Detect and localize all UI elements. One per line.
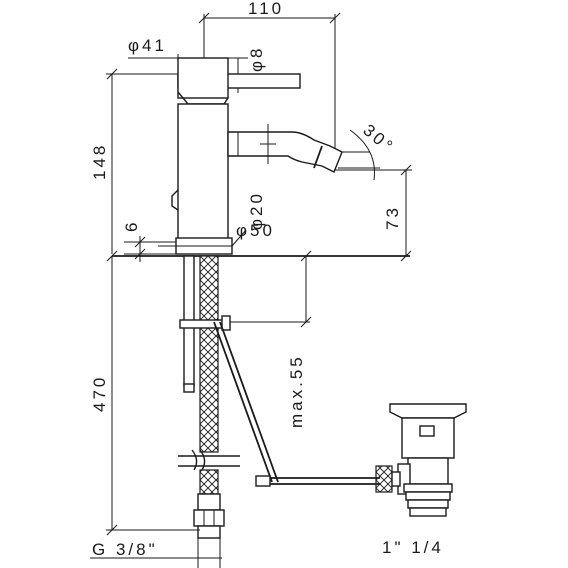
dimension-angle: 30°: [338, 121, 398, 181]
dimension-thread: G 3/8": [90, 538, 222, 568]
dimension-110: 110: [198, 0, 341, 150]
dim-label-max-55: max.55: [287, 354, 306, 428]
dim-label-470: 470: [90, 375, 109, 412]
dim-label-dia-20: φ20: [247, 191, 266, 230]
dim-label-dia-41: φ41: [128, 36, 167, 55]
dim-label-6: 6: [122, 220, 141, 232]
dim-label-148: 148: [90, 143, 109, 180]
dimension-max-55: max.55: [230, 250, 312, 428]
dimension-73: 73: [334, 164, 412, 262]
dimension-148: 148: [90, 68, 180, 254]
supply-hose: [178, 255, 240, 539]
dim-label-drain: 1" 1/4: [382, 538, 444, 557]
dimension-470: 470: [90, 250, 200, 536]
drain-assembly: [255, 403, 467, 517]
dimension-dia-50: φ50: [158, 221, 275, 247]
dimension-dia-20: φ20: [247, 124, 276, 230]
pop-up-rod: [179, 255, 279, 483]
dimension-6: 6: [122, 220, 176, 262]
dim-label-110: 110: [248, 0, 284, 18]
dim-label-dia-8: φ8: [247, 46, 266, 72]
dim-label-thread: G 3/8": [92, 540, 158, 559]
dim-label-dia-50: φ50: [236, 221, 275, 240]
dim-label-73: 73: [383, 205, 402, 230]
